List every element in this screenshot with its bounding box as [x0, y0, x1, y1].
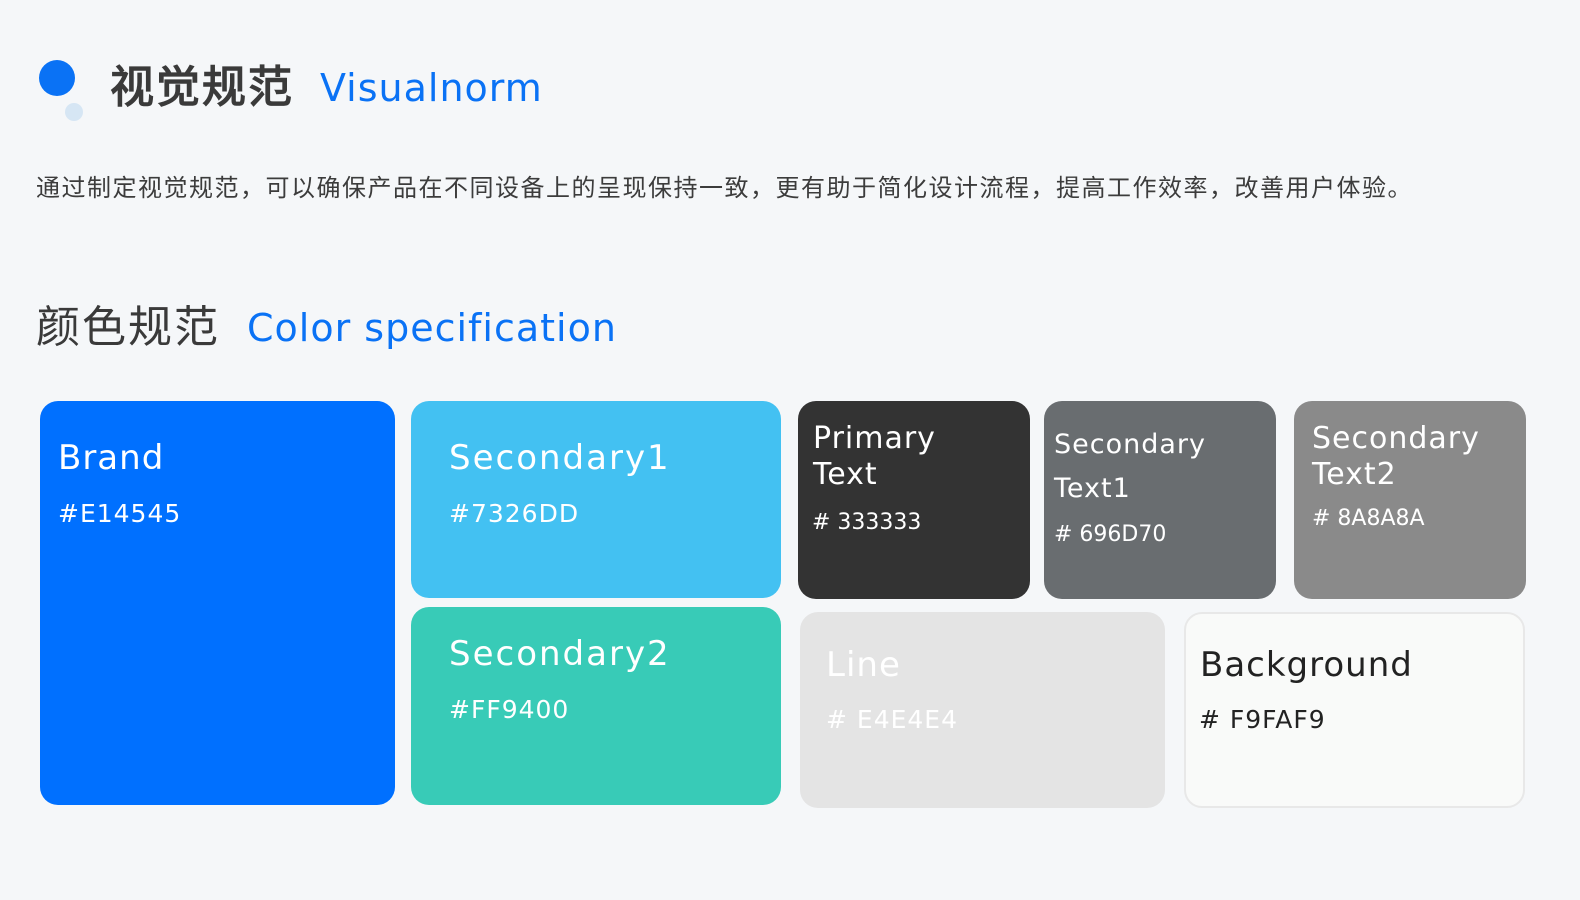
swatch-line: Line # E4E4E4 — [800, 612, 1165, 808]
page-description: 通过制定视觉规范，可以确保产品在不同设备上的呈现保持一致，更有助于简化设计流程，… — [36, 174, 1413, 202]
swatch-name: Brand — [58, 438, 165, 478]
swatch-primary-text: Primary Text # 333333 — [798, 401, 1030, 599]
swatch-hex: # 333333 — [812, 510, 922, 535]
swatch-hex: #7326DD — [449, 499, 580, 528]
swatch-name: Background — [1200, 645, 1413, 685]
swatch-secondary2: Secondary2 #FF9400 — [411, 607, 781, 805]
decorative-dot-small-icon — [65, 103, 83, 121]
decorative-dot-large-icon — [39, 60, 75, 96]
swatch-name: Secondary1 — [449, 438, 671, 478]
section-title-cn: 颜色规范 — [36, 302, 220, 353]
swatch-name: Secondary Text2 — [1312, 421, 1480, 492]
swatch-hex: # F9FAF9 — [1199, 705, 1326, 734]
swatch-brand: Brand #E14545 — [40, 401, 395, 805]
swatch-hex: # 8A8A8A — [1312, 506, 1425, 531]
swatch-hex: # E4E4E4 — [826, 705, 958, 734]
swatch-name: Secondary Text1 — [1054, 429, 1206, 504]
swatch-hex: # 696D70 — [1054, 522, 1167, 547]
swatch-name: Secondary2 — [449, 634, 671, 674]
swatch-secondary-text2: Secondary Text2 # 8A8A8A — [1294, 401, 1526, 599]
swatch-background: Background # F9FAF9 — [1184, 612, 1525, 808]
swatch-hex: #E14545 — [58, 499, 182, 528]
page-title-cn: 视觉规范 — [110, 62, 294, 113]
section-title-en: Color specification — [247, 306, 617, 350]
swatch-secondary-text1: Secondary Text1 # 696D70 — [1044, 401, 1276, 599]
swatch-secondary1: Secondary1 #7326DD — [411, 401, 781, 598]
swatch-name: Primary Text — [813, 421, 936, 492]
swatch-name: Line — [826, 645, 901, 685]
swatch-hex: #FF9400 — [449, 695, 570, 724]
page-title-en: Visualnorm — [320, 66, 543, 110]
